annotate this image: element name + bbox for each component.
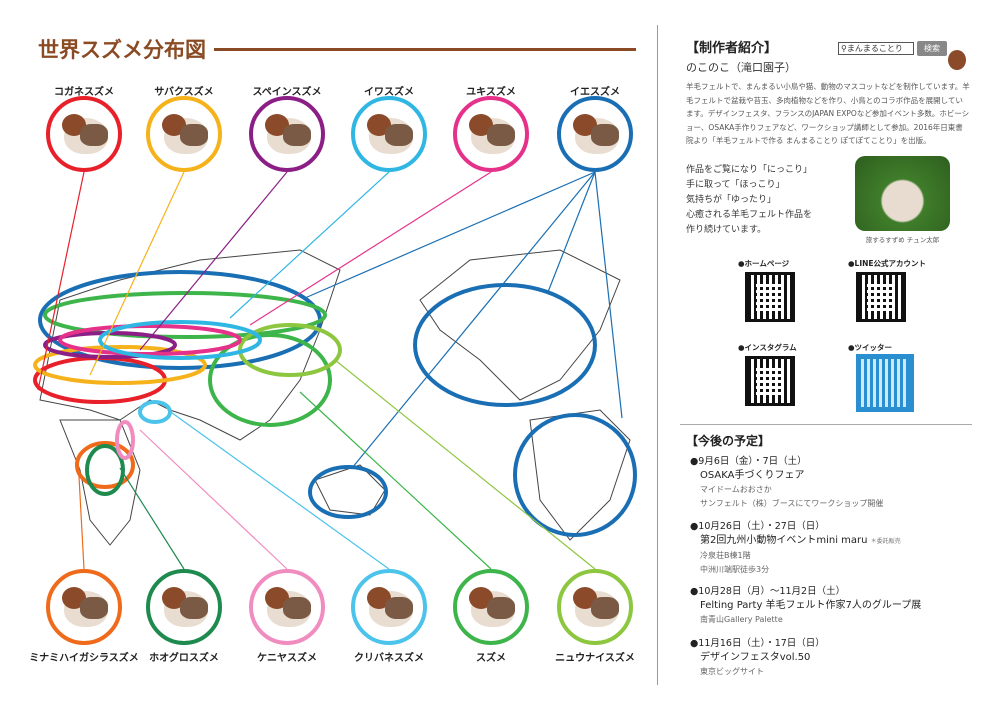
species-label: ミナミハイガシラスズメ bbox=[29, 653, 139, 664]
sparrow-felt-photo bbox=[351, 569, 427, 645]
sparrow-mascot-icon bbox=[948, 50, 966, 70]
homepage-label: ●ホームページ bbox=[738, 259, 790, 268]
sparrow-felt-photo bbox=[557, 96, 633, 172]
species-label: スペインスズメ bbox=[252, 87, 322, 98]
line-qr-code[interactable] bbox=[856, 272, 906, 322]
sparrow-felt-photo bbox=[146, 569, 222, 645]
sparrow-felt-photo bbox=[351, 96, 427, 172]
species-label: イエスズメ bbox=[570, 87, 620, 98]
sparrow-felt-photo bbox=[557, 569, 633, 645]
sparrow-felt-photo bbox=[146, 96, 222, 172]
search-icon: ⚲ bbox=[841, 44, 847, 53]
creator-bio: 羊毛フェルトで、まんまるい小鳥や猫、動物のマスコットなどを制作しています。羊毛フ… bbox=[686, 82, 970, 145]
creator-poem: 作品をご覧になり「にっこり」 手に取って「ほっこり」 気持ちが「ゆったり」 心癒… bbox=[686, 165, 813, 235]
twitter-label: ●ツイッター bbox=[848, 343, 893, 352]
species-label: ユキスズメ bbox=[466, 87, 516, 98]
species-label: コガネスズメ bbox=[54, 87, 114, 98]
event-item: ●11月16日（土）・17日（日） デザインフェスタvol.50 東京ビッグサイ… bbox=[690, 638, 825, 676]
event-item: ●9月6日（金）・7日（土） OSAKA手づくりフェア マイドームおおさか サン… bbox=[690, 456, 884, 508]
species-label: サバクスズメ bbox=[154, 87, 214, 98]
sparrow-felt-photo bbox=[249, 569, 325, 645]
species-label: ケニヤスズメ bbox=[257, 653, 317, 664]
sparrow-felt-photo bbox=[453, 96, 529, 172]
instagram-qr-code[interactable] bbox=[745, 356, 795, 406]
event-item: ●10月28日（月）～11月2日（土） Felting Party 羊毛フェルト… bbox=[690, 586, 922, 624]
search-button[interactable]: 検索 bbox=[917, 41, 947, 56]
page-title: 世界スズメ分布図 bbox=[38, 38, 206, 62]
creator-name: のこのこ（滝口園子） bbox=[686, 61, 796, 74]
species-label: スズメ bbox=[476, 653, 506, 664]
schedule-heading: 【今後の予定】 bbox=[686, 434, 771, 448]
species-label: ホオグロスズメ bbox=[149, 653, 219, 664]
section-divider bbox=[680, 424, 972, 425]
species-label: ニュウナイスズメ bbox=[555, 653, 635, 664]
instagram-label: ●インスタグラム bbox=[738, 343, 797, 352]
line-label: ●LINE公式アカウント bbox=[848, 259, 927, 268]
search-input[interactable]: ⚲まんまることり bbox=[838, 42, 914, 55]
sparrow-felt-photo bbox=[46, 96, 122, 172]
species-label: イワスズメ bbox=[364, 87, 414, 98]
world-map bbox=[33, 171, 637, 570]
sparrow-felt-photo bbox=[453, 569, 529, 645]
photo-caption: 旅するすずめ チュン太郎 bbox=[865, 236, 940, 244]
sparrow-felt-photo bbox=[249, 96, 325, 172]
sparrow-felt-photo bbox=[46, 569, 122, 645]
sparrow-photo bbox=[855, 156, 950, 231]
twitter-qr-code[interactable] bbox=[856, 354, 914, 412]
column-divider bbox=[657, 25, 658, 685]
species-label: クリバネスズメ bbox=[354, 653, 424, 664]
homepage-qr-code[interactable] bbox=[745, 272, 795, 322]
profile-heading: 【制作者紹介】 bbox=[686, 41, 778, 56]
title-underline bbox=[214, 48, 636, 51]
event-item: ●10月26日（土）・27日（日） 第2回九州小動物イベントmini maru … bbox=[690, 521, 901, 574]
